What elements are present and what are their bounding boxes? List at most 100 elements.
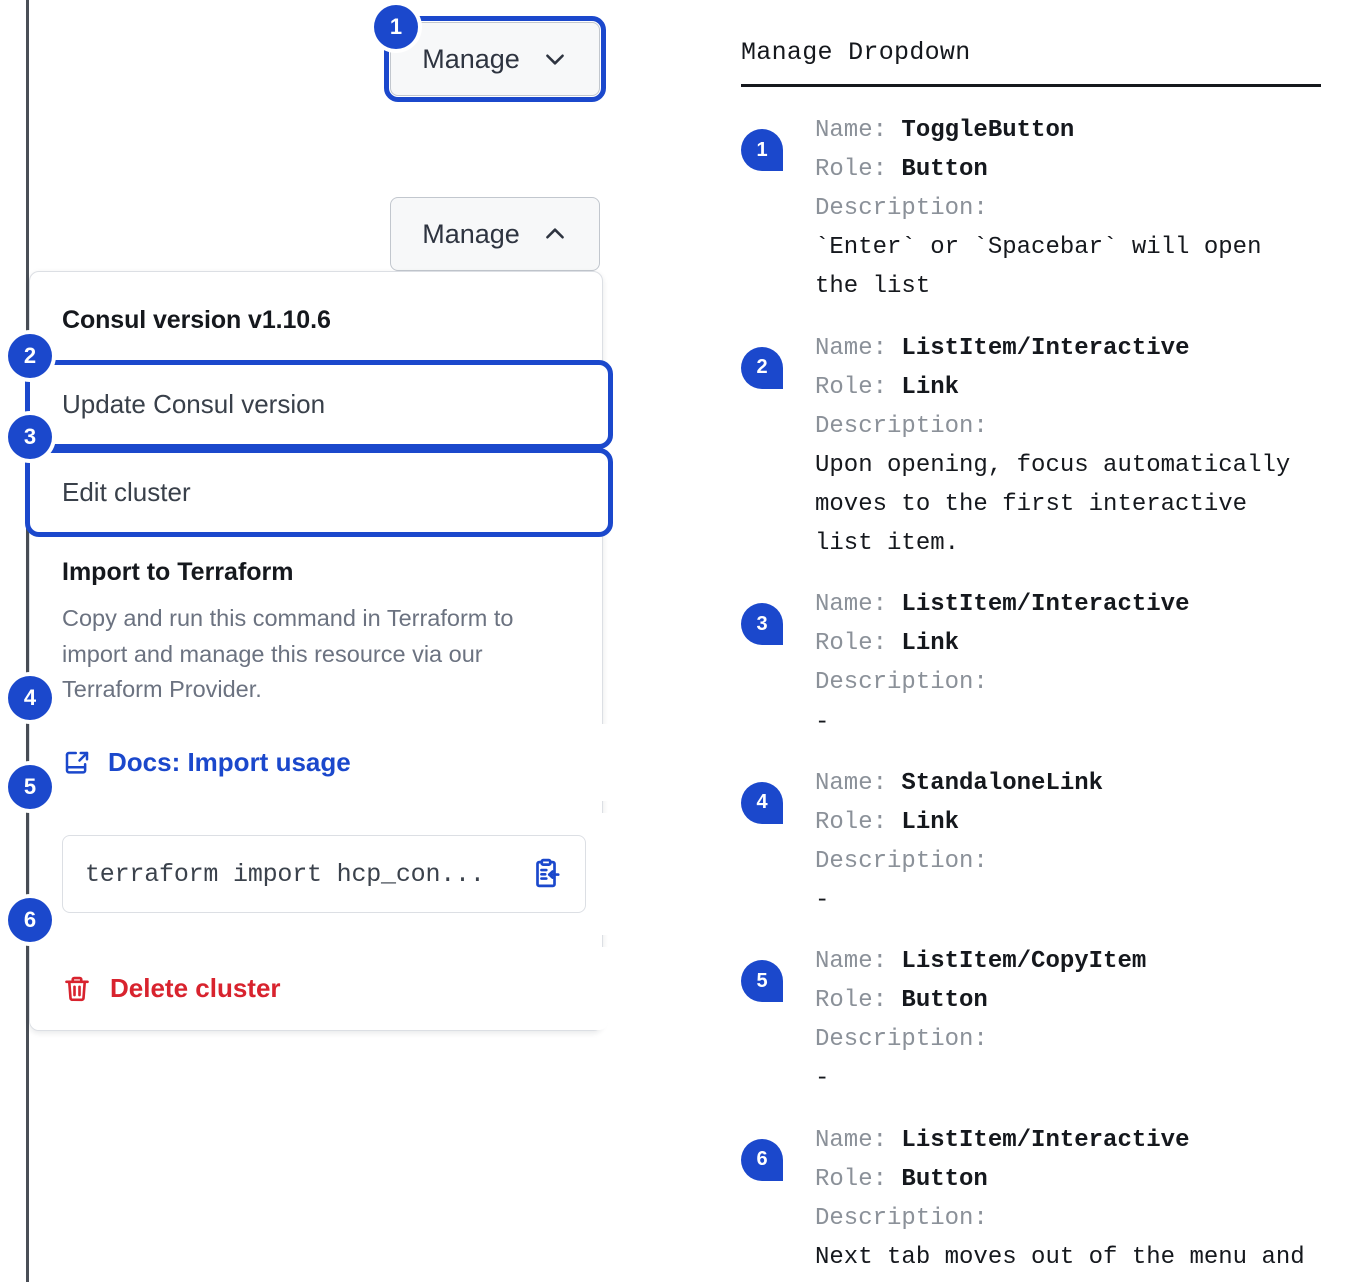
annotation-name-label: Name: [815, 334, 902, 362]
annotation-description-label: Description: [815, 1204, 1003, 1232]
page-left-gutter [0, 0, 26, 1282]
annotation-name-label: Name: [815, 769, 902, 797]
callout-badge-2: 2 [8, 334, 52, 378]
annotation-name-value: ListItem/Interactive [901, 591, 1190, 619]
annotation-description-label: Description: [815, 847, 1003, 875]
annotation-description: Description: [815, 663, 1321, 702]
dropdown-item-copy-command[interactable]: terraform import hcp_con... [30, 813, 608, 936]
annotation-name: Name: ListItem/Interactive [815, 1121, 1321, 1160]
annotation-role-value: Link [901, 808, 960, 836]
delete-cluster-label: Delete cluster [110, 973, 281, 1004]
trash-icon [62, 974, 92, 1004]
annotation-description-text: - [815, 708, 830, 736]
annotation-description-label: Description: [815, 669, 1003, 697]
terraform-section-title: Import to Terraform [62, 558, 294, 586]
chevron-up-icon [542, 221, 568, 247]
annotation-role: Role: Link [815, 368, 1321, 407]
annotation-role-value: Button [901, 1165, 988, 1193]
annotation-description-label: Description: [815, 195, 1003, 223]
dropdown-section-heading: Consul version v1.10.6 [62, 306, 331, 334]
dropdown-item-update-consul-version[interactable]: Update Consul version [25, 360, 613, 449]
manage-toggle-button-closed[interactable]: Manage [384, 16, 606, 102]
annotation-role: Role: Button [815, 1160, 1321, 1199]
annotation-role: Role: Button [815, 150, 1321, 189]
annotation-description-text: - [815, 886, 830, 914]
annotation-description-label: Description: [815, 1026, 1003, 1054]
dropdown-item-delete-cluster[interactable]: Delete cluster [30, 947, 608, 1031]
annotation-name: Name: ToggleButton [815, 111, 1321, 150]
annotation-role: Role: Link [815, 803, 1321, 842]
annotation-name-label: Name: [815, 117, 902, 144]
copy-to-clipboard-icon[interactable] [529, 857, 563, 891]
annotation-badge-5: 5 [741, 960, 783, 1003]
annotation-role-label: Role: [815, 630, 902, 658]
annotation-name: Name: StandaloneLink [815, 764, 1321, 803]
annotation-role-label: Role: [815, 1165, 902, 1193]
callout-badge-4: 4 [8, 676, 52, 720]
annotation-description-text: - [815, 1065, 830, 1093]
manage-toggle-label-open: Manage [422, 218, 520, 249]
manage-toggle-label-closed: Manage [422, 43, 520, 74]
annotation-name-value: ToggleButton [901, 117, 1075, 144]
dropdown-item-docs-import-usage[interactable]: Docs: Import usage [30, 724, 608, 802]
annotation-name-value: ListItem/CopyItem [901, 948, 1147, 976]
annotation-role-value: Link [901, 630, 960, 658]
terraform-command-field[interactable]: terraform import hcp_con... [62, 835, 586, 914]
annotation-badge-1: 1 [741, 129, 783, 171]
annotation-description-text: Next tab moves out of the menu and to th… [815, 1243, 1305, 1271]
annotation-name-label: Name: [815, 591, 902, 619]
annotation-role-label: Role: [815, 808, 902, 836]
terraform-command-text: terraform import hcp_con... [85, 859, 485, 889]
annotation-badge-6: 6 [741, 1138, 783, 1181]
annotation-role: Role: Button [815, 981, 1321, 1020]
docs-external-link-icon [62, 748, 92, 778]
chevron-down-icon [542, 46, 568, 72]
annotation-badge-4: 4 [741, 781, 783, 824]
annotation-name: Name: ListItem/Interactive [815, 329, 1321, 368]
dropdown-item-edit-cluster[interactable]: Edit cluster [25, 448, 613, 537]
annotation-role-value: Link [901, 373, 960, 401]
dropdown-item-label: Update Consul version [62, 389, 326, 419]
docs-link-label: Docs: Import usage [108, 747, 351, 778]
callout-badge-6: 6 [8, 898, 52, 942]
callout-badge-3: 3 [8, 415, 52, 459]
terraform-section-description: Copy and run this command in Terraform t… [62, 605, 514, 703]
annotation-description: Description: [815, 1199, 1321, 1238]
annotation-role-label: Role: [815, 987, 902, 1015]
manage-dropdown-menu: Consul version v1.10.6 Update Consul ver… [25, 271, 613, 1032]
annotation-name-value: ListItem/Interactive [901, 334, 1190, 362]
annotation-name-value: StandaloneLink [901, 769, 1104, 797]
callout-badge-5: 5 [8, 765, 52, 809]
annotation-panel-divider [741, 84, 1321, 87]
annotation-description-label: Description: [815, 412, 1003, 440]
annotation-description: Description: [815, 407, 1321, 446]
callout-badge-1: 1 [374, 5, 418, 49]
annotation-badge-2: 2 [741, 346, 783, 389]
annotation-description: Description: [815, 1020, 1321, 1059]
annotation-role-label: Role: [815, 373, 902, 401]
dropdown-item-label: Edit cluster [62, 477, 191, 507]
annotation-name: Name: ListItem/CopyItem [815, 942, 1321, 981]
annotation-role: Role: Link [815, 624, 1321, 663]
annotation-name: Name: ListItem/Interactive [815, 585, 1321, 624]
manage-toggle-button-open[interactable]: Manage [390, 197, 600, 271]
annotation-role-label: Role: [815, 156, 902, 184]
annotation-role-value: Button [901, 987, 988, 1015]
annotation-description: Description: [815, 189, 1321, 228]
page-edge-rule [26, 0, 29, 1282]
annotation-badge-3: 3 [741, 603, 783, 646]
terraform-import-section: Import to Terraform Copy and run this co… [30, 532, 602, 712]
